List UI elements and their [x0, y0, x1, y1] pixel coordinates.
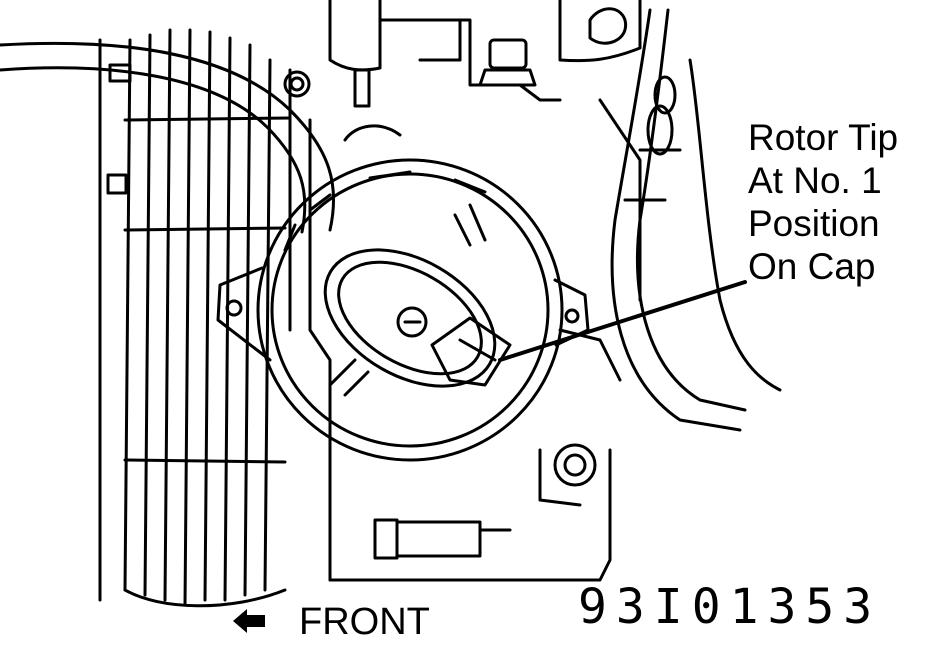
front-label: FRONT [299, 601, 430, 643]
bolts [106, 7, 628, 195]
callout-line: On Cap [748, 246, 876, 287]
right-hose [610, 8, 782, 432]
arrow-left-icon [233, 609, 265, 633]
engine-block [308, 0, 642, 582]
callout-leader-line [498, 280, 747, 362]
top-hose [0, 41, 336, 234]
figure-code: 93I01353 [578, 579, 882, 635]
callout-line: Position [748, 203, 880, 244]
rotor-tip-callout: Rotor Tip At No. 1 Position On Cap [748, 116, 924, 292]
crank-pulley [98, 28, 292, 608]
callout-line: At No. 1 [748, 160, 882, 201]
lower-bracket [373, 443, 597, 560]
rotor [323, 203, 512, 397]
distributor-cap [216, 124, 590, 462]
front-direction-indicator: FRONT [233, 600, 453, 644]
callout-line: Rotor Tip [748, 117, 899, 158]
